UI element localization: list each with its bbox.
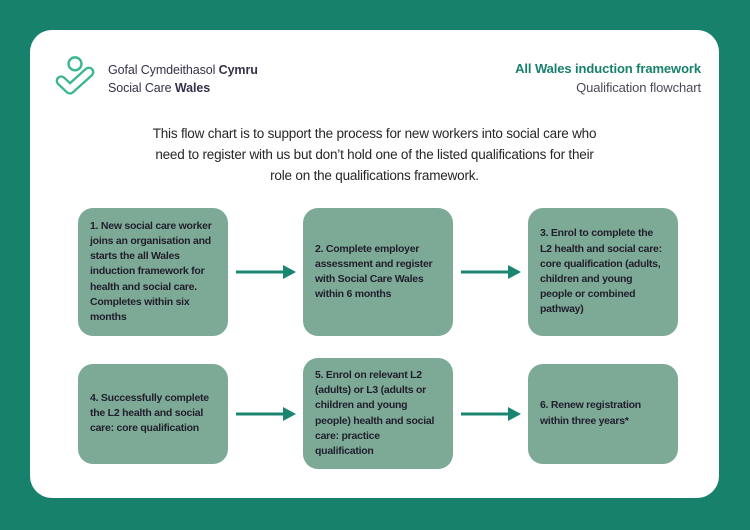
social-care-wales-logo-icon bbox=[55, 56, 95, 95]
intro-paragraph: This flow chart is to support the proces… bbox=[152, 126, 597, 183]
document-title: All Wales induction framework bbox=[515, 61, 701, 76]
logo: Gofal Cymdeithasol Cymru Social Care Wal… bbox=[52, 54, 258, 104]
flow-step-1-box: 1. New social care worker joins an organ… bbox=[78, 208, 228, 336]
arrow-right-icon bbox=[228, 406, 303, 422]
flow-row-1: 1. New social care worker joins an organ… bbox=[78, 208, 678, 336]
document-subtitle: Qualification flowchart bbox=[576, 79, 701, 95]
flow-step-2-box: 2. Complete employer assessment and regi… bbox=[303, 208, 453, 336]
arrow-right-icon bbox=[228, 264, 303, 280]
arrow-right-icon bbox=[453, 406, 528, 422]
logo-wordmark: Gofal Cymdeithasol Cymru Social Care Wal… bbox=[108, 61, 258, 97]
logo-line-english: Social Care Wales bbox=[108, 81, 211, 95]
flowchart-card: Gofal Cymdeithasol Cymru Social Care Wal… bbox=[30, 30, 719, 498]
flow-row-2: 4. Successfully complete the L2 health a… bbox=[78, 358, 678, 470]
flow-step-4-box: 4. Successfully complete the L2 health a… bbox=[78, 363, 228, 464]
logo-line-welsh: Gofal Cymdeithasol Cymru bbox=[108, 62, 258, 77]
flow-step-6-box: 6. Renew registration within three years… bbox=[528, 363, 678, 464]
flow-step-3-box: 3. Enrol to complete the L2 health and s… bbox=[528, 208, 678, 336]
document-header: All Wales induction framework Qualificat… bbox=[515, 60, 701, 98]
flow-step-5-box: 5. Enrol on relevant L2 (adults) or L3 (… bbox=[303, 358, 453, 470]
arrow-right-icon bbox=[453, 264, 528, 280]
